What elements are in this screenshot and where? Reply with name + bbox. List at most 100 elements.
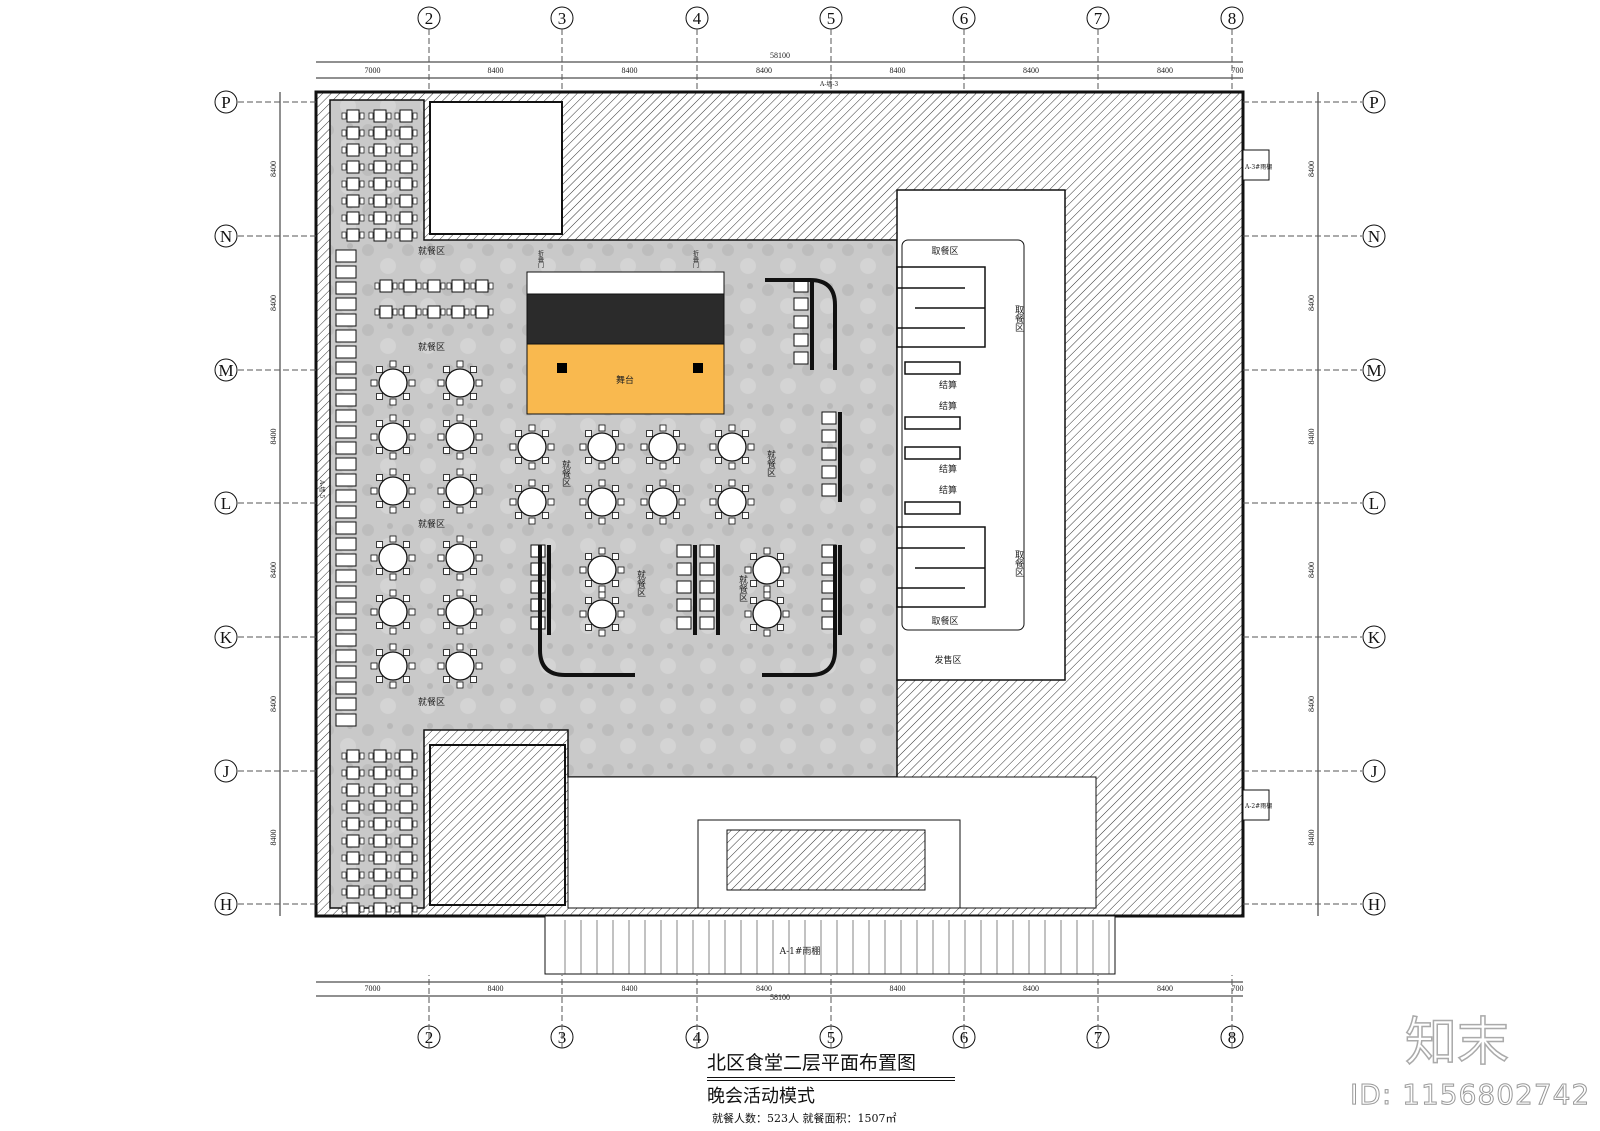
booth-seat (335, 345, 357, 359)
wall-top-label: A-墙-3 (819, 80, 838, 88)
span-dimension: 7000 (365, 66, 381, 75)
span-dimension: 8400 (756, 66, 772, 75)
chair (659, 462, 667, 470)
chair (470, 595, 477, 602)
chair (394, 146, 400, 154)
square-table (373, 126, 387, 140)
chair (715, 485, 722, 492)
axis-label-row: P (1369, 93, 1378, 112)
chair (394, 820, 400, 828)
chair (617, 443, 625, 451)
stage-backstage (526, 293, 725, 345)
chair (359, 854, 365, 862)
chair (386, 112, 392, 120)
row-span-dimension: 8400 (269, 429, 278, 445)
chair (389, 360, 397, 368)
chair (456, 506, 464, 514)
chair (370, 554, 378, 562)
chair (412, 803, 418, 811)
chair (368, 803, 374, 811)
chair (443, 501, 450, 508)
chair (579, 566, 587, 574)
chair (585, 512, 592, 519)
chair (408, 487, 416, 495)
booth-seat (335, 249, 357, 263)
chair (412, 905, 418, 913)
dining-area-label: 就餐区 (560, 459, 571, 487)
chair (475, 554, 483, 562)
square-table (346, 160, 360, 174)
round-table (517, 487, 547, 517)
chair (612, 597, 619, 604)
round-table (587, 599, 617, 629)
square-table (399, 902, 413, 916)
chair (750, 624, 757, 631)
chair (359, 129, 365, 137)
row-span-dimension: 8400 (1307, 429, 1316, 445)
booth-curved-back (538, 545, 635, 677)
chair (386, 854, 392, 862)
booth-seat (821, 483, 837, 497)
booth-seat (335, 473, 357, 487)
square-table (373, 211, 387, 225)
chair (579, 443, 587, 451)
chair (403, 568, 410, 575)
row-span-dimension: 8400 (1307, 696, 1316, 712)
chair (528, 479, 536, 487)
chair (782, 566, 790, 574)
chair (368, 905, 374, 913)
axis-label-row: K (1368, 628, 1381, 647)
square-table (373, 160, 387, 174)
chair (742, 485, 749, 492)
booth-seat (699, 580, 715, 594)
square-table (373, 834, 387, 848)
chair (341, 112, 347, 120)
chair (403, 420, 410, 427)
booth-seat (676, 580, 692, 594)
chair (728, 424, 736, 432)
square-table (399, 160, 413, 174)
chair (368, 163, 374, 171)
chair (750, 553, 757, 560)
chair (598, 629, 606, 637)
chair (673, 485, 680, 492)
chair (389, 414, 397, 422)
axis-bubble (1362, 491, 1386, 515)
chair (408, 433, 416, 441)
chair (470, 676, 477, 683)
chair (728, 517, 736, 525)
chair (359, 888, 365, 896)
axis-label-row: N (220, 227, 232, 246)
chair (376, 366, 383, 373)
chair (341, 837, 347, 845)
booth-seat (793, 315, 809, 329)
booth-seat (335, 617, 357, 631)
span-dimension: 8400 (890, 984, 906, 993)
chair (389, 681, 397, 689)
booth-seat (335, 649, 357, 663)
chair (341, 786, 347, 794)
chair (403, 649, 410, 656)
round-table (717, 432, 747, 462)
chair (475, 487, 483, 495)
chair (370, 662, 378, 670)
round-table (648, 432, 678, 462)
chair (341, 197, 347, 205)
booth-seat (676, 598, 692, 612)
booth-seat (335, 553, 357, 567)
chair (470, 308, 476, 316)
chair (470, 474, 477, 481)
chair (403, 541, 410, 548)
dining-area-label: 就餐区 (418, 696, 445, 708)
chair (763, 585, 771, 593)
chair (640, 443, 648, 451)
checkout-label-1: 结算 (939, 379, 957, 391)
axis-label-row: M (218, 361, 233, 380)
span-dimension: 8400 (756, 984, 772, 993)
chair (394, 905, 400, 913)
checkout-label-4: 结算 (939, 484, 957, 496)
dining-area-label: 就餐区 (765, 449, 776, 477)
chair (437, 554, 445, 562)
chair (368, 129, 374, 137)
chair (359, 871, 365, 879)
